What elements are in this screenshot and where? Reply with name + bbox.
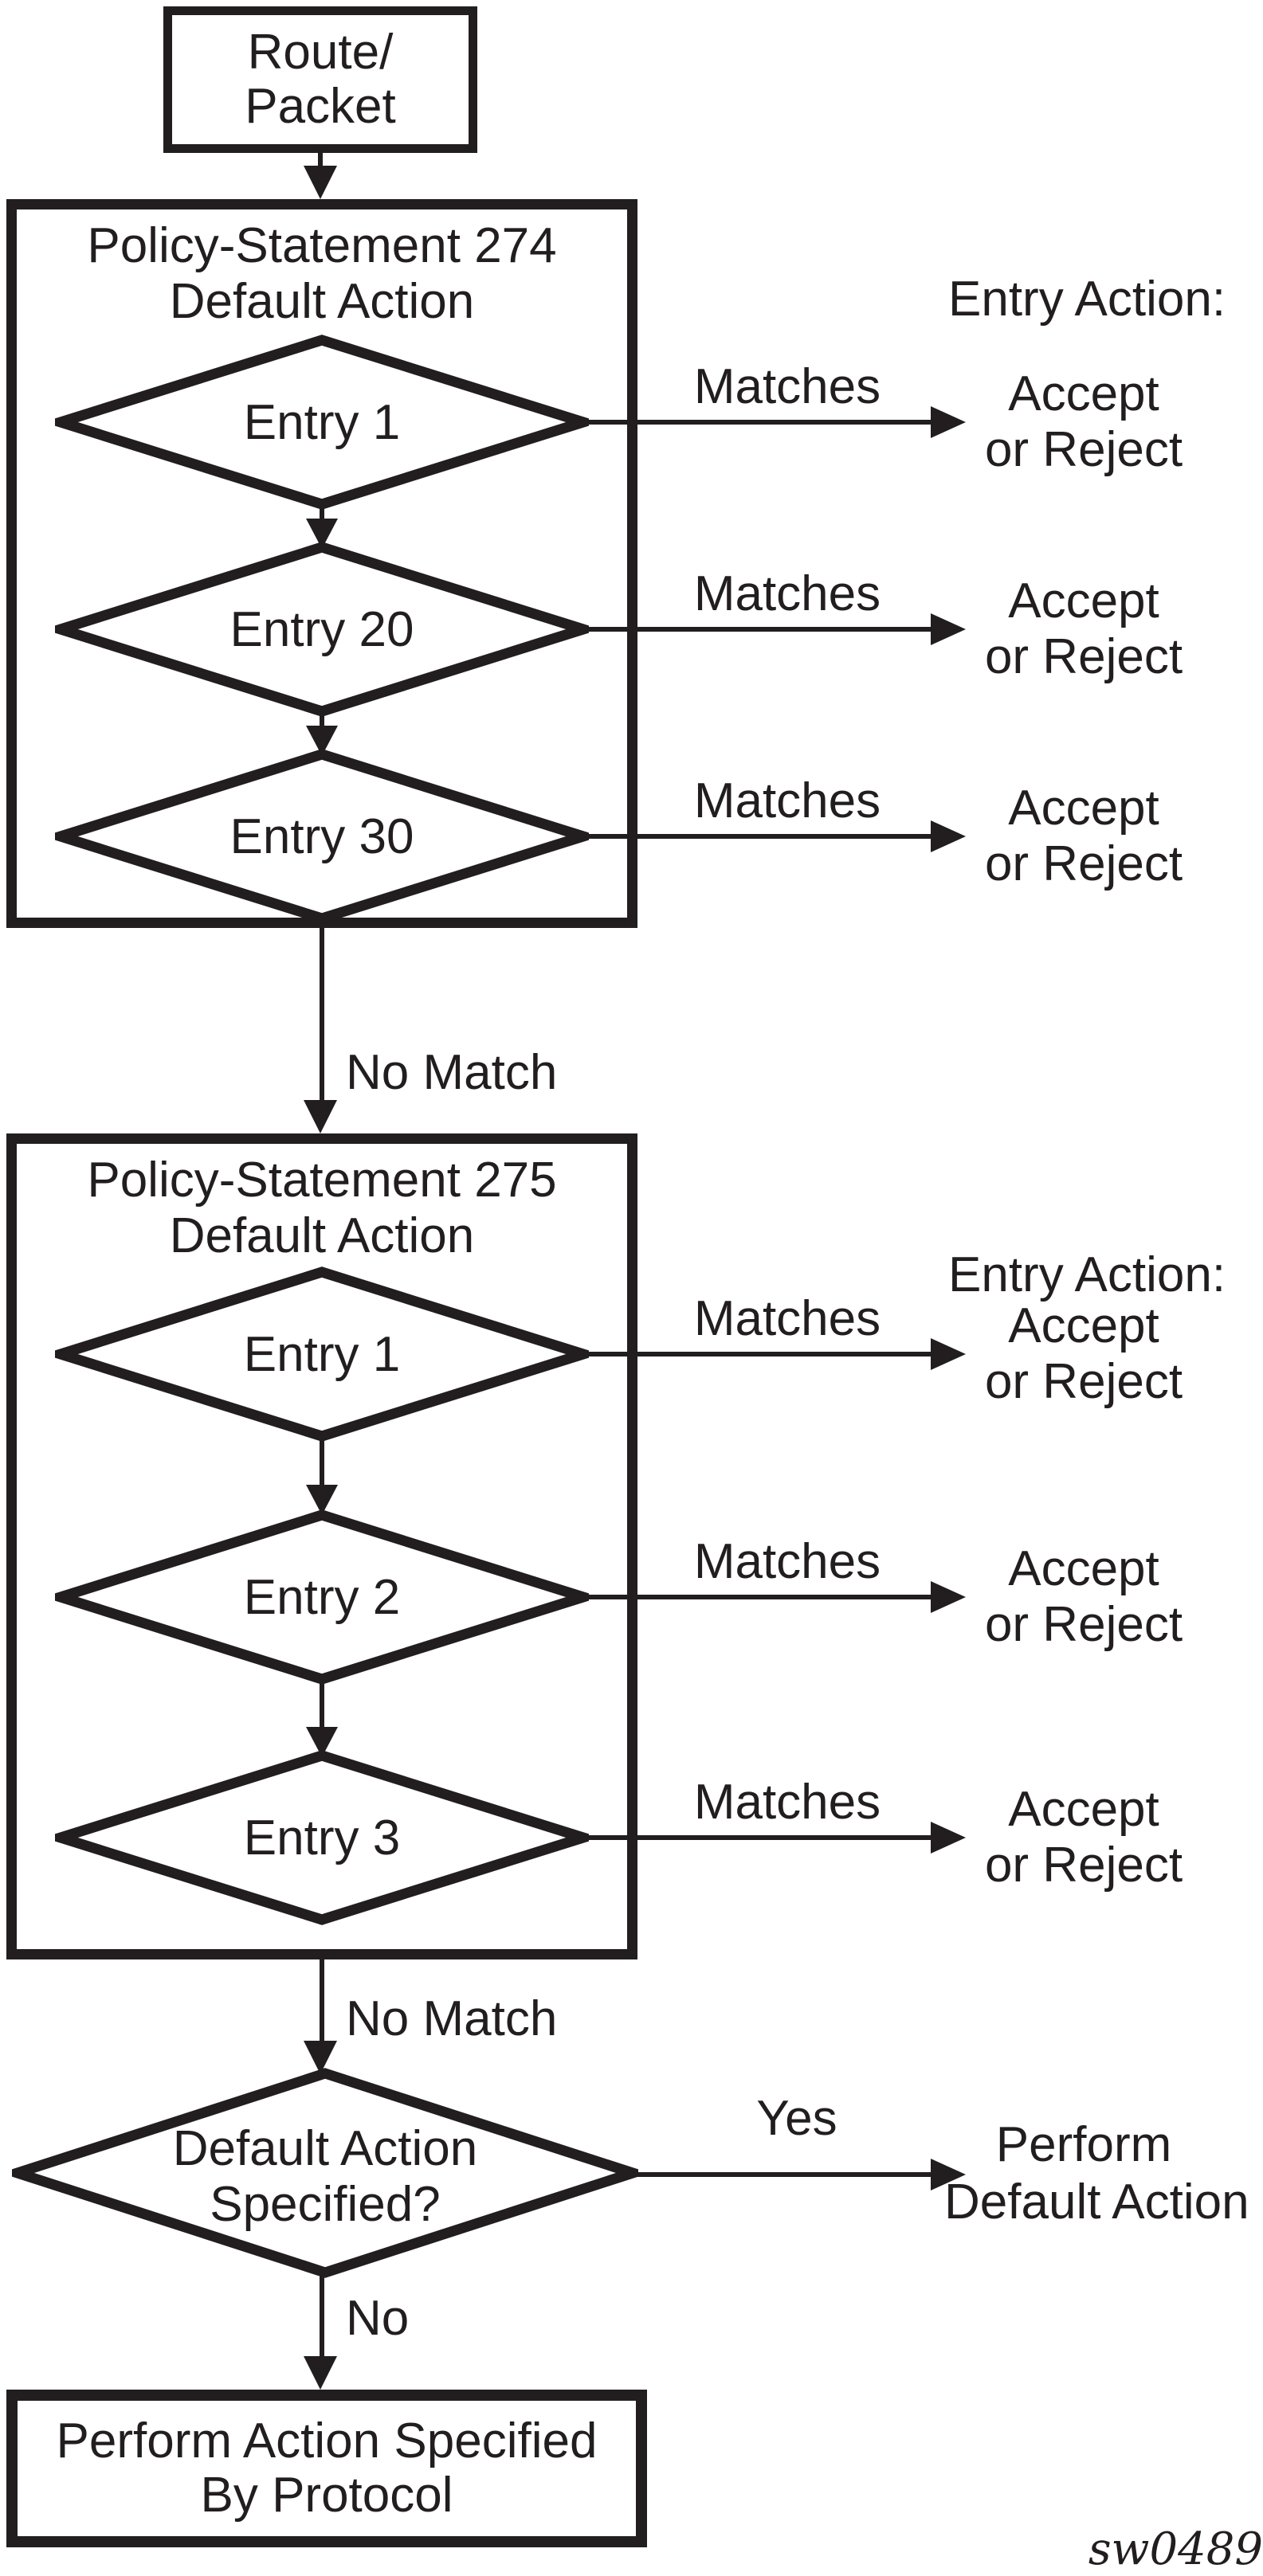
default-action-specified-diamond [12,2068,638,2278]
arrow-yes-line [628,2172,931,2177]
p2-row3-matches-head [931,1822,966,1854]
arrow-p1-e2-e3-head [306,726,338,756]
p2-row2-matches-head [931,1581,966,1613]
p2-row1-action-line2: or Reject [984,1354,1183,1409]
final-box-line2: By Protocol [200,2468,453,2523]
policy1-entry3-label: Entry 30 [229,808,414,864]
policy1-entry1-label: Entry 1 [243,394,401,450]
perform-default-action-line1: Perform [995,2117,1172,2172]
route-packet-box: Route/ Packet [163,6,477,153]
p1-row3-matches-line [579,834,931,839]
no-label: No [346,2291,410,2346]
diamond-shape [55,749,589,924]
policy2-entry2-label: Entry 2 [243,1569,401,1625]
p1-row2-action-line1: Accept [1008,574,1159,628]
policy1-entry1-diamond: Entry 1 [55,335,589,510]
policy1-entry2-label: Entry 20 [229,601,414,657]
arrow-p1-no-match-head [304,1100,337,1133]
final-box-line1: Perform Action Specified [56,2414,598,2468]
p1-row1-action-line1: Accept [1008,366,1159,421]
diamond-shape [55,1750,589,1925]
policy2-entry1-label: Entry 1 [243,1326,401,1382]
p1-row3-matches-label: Matches [693,773,881,828]
policy2-entry1-diamond: Entry 1 [55,1266,589,1442]
p1-row2-matches-head [931,613,966,645]
policy2-entry3-diamond: Entry 3 [55,1750,589,1925]
arrow-route-to-policy1-head [304,166,337,199]
p2-row2-matches-line [579,1595,931,1599]
perform-action-by-protocol-box: Perform Action Specified By Protocol [6,2390,647,2547]
p2-no-match-label: No Match [346,1991,558,2046]
arrow-route-to-policy1-line [318,153,323,169]
default-action-diamond-line2: Specified? [210,2177,441,2232]
policy2-entry-action-header: Entry Action: [948,1247,1226,1302]
p1-row1-action-line2: or Reject [984,422,1183,477]
arrow-p1-e1-e2-line [320,504,324,522]
policy1-entry3-diamond: Entry 30 [55,749,589,924]
p1-row3-action-line1: Accept [1008,781,1159,836]
arrow-p2-e2-e3-head [306,1727,338,1757]
p1-row1-matches-line [579,420,931,425]
p2-row3-matches-label: Matches [693,1775,881,1830]
arrow-no-head [304,2356,337,2390]
p2-row3-action-line2: or Reject [984,1838,1183,1893]
p2-row1-action-line1: Accept [1008,1298,1159,1353]
policy1-entry-action-header: Entry Action: [948,272,1226,327]
perform-default-action-line2: Default Action [944,2175,1249,2230]
arrow-yes-head [931,2159,966,2190]
p1-row3-matches-head [931,820,966,852]
policy-statement-275-subtitle: Default Action [169,1208,475,1263]
arrow-p2-no-match-head [304,2041,337,2074]
arrow-p2-e2-e3-line [320,1679,324,1730]
policy2-entry3-label: Entry 3 [243,1810,401,1865]
arrow-p1-no-match-line [320,928,324,1103]
default-action-diamond-line1: Default Action [172,2121,478,2176]
p2-row3-matches-line [579,1835,931,1840]
policy-statement-274-subtitle: Default Action [169,274,475,329]
route-packet-label-line2: Packet [245,79,396,134]
policy2-entry2-diamond: Entry 2 [55,1509,589,1685]
p2-row1-matches-line [579,1352,931,1357]
p1-row1-matches-head [931,406,966,438]
p1-row1-matches-label: Matches [693,359,881,414]
arrow-p2-no-match-line [320,1959,324,2044]
p2-row3-action-line1: Accept [1008,1782,1159,1837]
p1-row2-matches-line [579,627,931,632]
p2-row1-matches-head [931,1338,966,1370]
p2-row1-matches-label: Matches [693,1291,881,1346]
p2-row2-action-line2: or Reject [984,1597,1183,1652]
arrow-no-line [320,2273,324,2359]
arrow-p2-e1-e2-head [306,1485,338,1515]
policy-statement-275-title: Policy-Statement 275 [87,1153,557,1208]
route-packet-label-line1: Route/ [247,25,394,80]
p1-row2-matches-label: Matches [693,566,881,621]
arrow-p1-e2-e3-line [320,711,324,729]
p1-row3-action-line2: or Reject [984,836,1183,891]
arrow-p1-e1-e2-head [306,519,338,549]
policy1-entry2-diamond: Entry 20 [55,542,589,717]
yes-label: Yes [756,2091,837,2146]
p1-no-match-label: No Match [346,1045,558,1100]
arrow-p2-e1-e2-line [320,1436,324,1488]
diamond-shape [12,2068,638,2278]
p2-row2-matches-label: Matches [693,1534,881,1589]
p1-row2-action-line2: or Reject [984,629,1183,684]
p2-row2-action-line1: Accept [1008,1541,1159,1596]
policy-statement-274-title: Policy-Statement 274 [87,218,557,273]
figure-credit: sw0489 [1088,2523,1263,2575]
